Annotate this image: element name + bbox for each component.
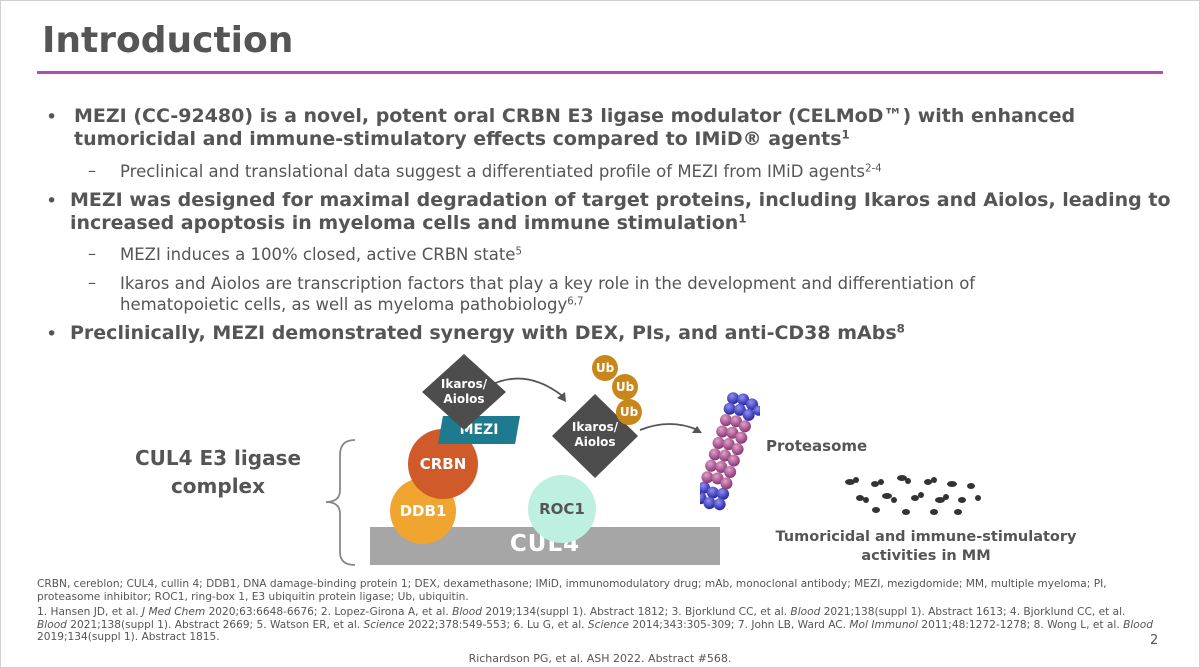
arrow-head-2	[692, 426, 702, 433]
curly-brace-icon	[325, 439, 356, 566]
sub-bullet-2-2-sup: 6,7	[567, 296, 584, 308]
mezi-tag: MEZI	[438, 416, 520, 444]
bullet-1-line1: MEZI (CC-92480) is a novel, potent oral …	[74, 105, 1076, 127]
footnotes: CRBN, cereblon; CUL4, cullin 4; DDB1, DN…	[37, 578, 1157, 647]
outcome-line1: Tumoricidal and immune-stimulatory	[775, 529, 1077, 545]
references: 1. Hansen JD, et al. J Med Chem 2020;63:…	[37, 606, 1157, 644]
roc1-circle: ROC1	[528, 475, 596, 543]
bullet-3-sup: 8	[896, 321, 905, 336]
diamond-1-line1: Ikaros/	[440, 377, 488, 391]
sub-bullet-dash: –	[88, 161, 96, 180]
bullet-2-line1: MEZI was designed for maximal degradatio…	[70, 189, 1171, 211]
sub-bullet-dash: –	[88, 244, 96, 263]
sub-bullet-2-2: Ikaros and Aiolos are transcription fact…	[120, 273, 975, 315]
reference-item: 2. Lopez-Girona A, et al. Blood 2019;134…	[320, 606, 672, 618]
ikaros-diamond-1: Ikaros/ Aiolos	[422, 354, 506, 430]
sub-bullet-2-1: MEZI induces a 100% closed, active CRBN …	[120, 244, 522, 265]
sub-bullet-2-1-sup: 5	[515, 246, 522, 258]
reference-item: 1. Hansen JD, et al. J Med Chem 2020;63:…	[37, 606, 321, 618]
bullet-2-line2: increased apoptosis in myeloma cells and…	[70, 212, 1171, 235]
complex-label-line2: complex	[170, 474, 266, 498]
complex-label: CUL4 E3 ligase complex	[118, 444, 318, 500]
sub-bullet-dash: –	[88, 273, 96, 292]
bullet-1-sup: 1	[841, 127, 850, 142]
page-number: 2	[1150, 633, 1159, 648]
bullet-1: MEZI (CC-92480) is a novel, potent oral …	[74, 105, 1075, 151]
bullet-3-text: Preclinically, MEZI demonstrated synergy…	[70, 322, 897, 344]
sub-bullet-2-2-line1: Ikaros and Aiolos are transcription fact…	[120, 274, 976, 293]
bullet-dot: •	[46, 323, 58, 345]
diamond-2-label: Ikaros/ Aiolos	[552, 420, 638, 450]
bullet-1-line2-text: tumoricidal and immune-stimulatory effec…	[74, 128, 842, 150]
ub-circle-2: Ub	[612, 374, 638, 400]
outcome-line2: activities in MM	[861, 548, 991, 564]
reference-item: 4. Bjorklund CC, et al. Blood 2021;138(s…	[37, 606, 1126, 631]
reference-item: 6. Lu G, et al. Science 2014;343:305-309…	[513, 618, 738, 631]
reference-item: 3. Bjorklund CC, et al. Blood 2021;138(s…	[671, 606, 1010, 618]
diamond-1-label: Ikaros/ Aiolos	[422, 377, 506, 407]
sub-bullet-1-1-sup: 2-4	[864, 163, 882, 175]
sub-bullet-2-1-text: MEZI induces a 100% closed, active CRBN …	[120, 245, 516, 264]
diamond-2-line1: Ikaros/	[571, 420, 619, 434]
arrow-curve-2	[639, 423, 699, 431]
ub-circle-3: Ub	[616, 399, 642, 425]
arrow-head-1	[557, 392, 566, 402]
sub-bullet-2-2-line2: hematopoietic cells, as well as myeloma …	[120, 294, 975, 315]
complex-label-line1: CUL4 E3 ligase	[134, 446, 302, 470]
proteasome-icon	[700, 392, 760, 511]
slide-title: Introduction	[42, 20, 294, 61]
bullet-1-line2: tumoricidal and immune-stimulatory effec…	[74, 128, 1075, 151]
ikaros-diamond-2: Ikaros/ Aiolos	[552, 394, 638, 478]
diamond-1-line2: Aiolos	[443, 392, 485, 406]
diamond-2-line2: Aiolos	[574, 435, 616, 449]
bullet-2-sup: 1	[738, 211, 747, 226]
sub-bullet-2-2-line2-text: hematopoietic cells, as well as myeloma …	[120, 295, 568, 314]
abbreviations: CRBN, cereblon; CUL4, cullin 4; DDB1, DN…	[37, 578, 1107, 603]
ub-circle-1: Ub	[592, 355, 618, 381]
bullet-dot: •	[46, 190, 58, 212]
outcome-label: Tumoricidal and immune-stimulatory activ…	[772, 528, 1080, 566]
title-underline	[37, 71, 1163, 74]
reference-item: 5. Watson ER, et al. Science 2022;378:54…	[256, 618, 514, 631]
citation: Richardson PG, et al. ASH 2022. Abstract…	[468, 652, 732, 665]
proteasome-label: Proteasome	[766, 437, 868, 455]
reference-item: 8. Wong L, et al. Blood 2019;134(suppl 1…	[37, 618, 1153, 644]
bullet-2-line2-text: increased apoptosis in myeloma cells and…	[70, 212, 739, 234]
sub-bullet-1-1-text: Preclinical and translational data sugge…	[120, 162, 865, 181]
bullet-3: Preclinically, MEZI demonstrated synergy…	[70, 322, 905, 345]
degraded-fragments-icon	[845, 475, 981, 515]
reference-item: 7. John LB, Ward AC. Mol Immunol 2011;48…	[737, 618, 1034, 631]
sub-bullet-1-1: Preclinical and translational data sugge…	[120, 161, 882, 182]
bullet-dot: •	[46, 106, 58, 128]
bullet-2: MEZI was designed for maximal degradatio…	[70, 189, 1171, 235]
